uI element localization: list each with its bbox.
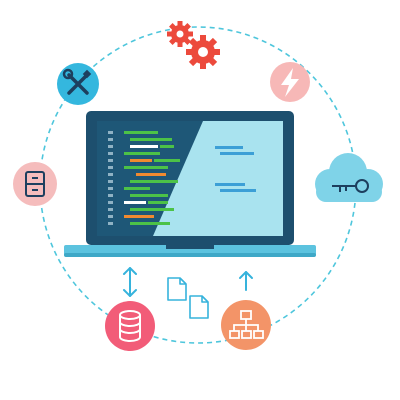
lightning-icon	[270, 62, 310, 102]
cloud-key-icon	[315, 153, 383, 202]
laptop-icon	[64, 111, 316, 257]
up-arrow-icon	[239, 271, 253, 291]
network-icon	[221, 300, 271, 350]
database-icon	[105, 301, 155, 351]
documents-icon	[167, 277, 209, 319]
laptop-screen-glare	[153, 121, 283, 236]
up-down-arrow-icon	[123, 267, 137, 297]
laptop-hinge	[166, 245, 214, 249]
tools-icon	[57, 63, 99, 105]
code-lines	[108, 131, 256, 225]
gears-icon	[167, 21, 220, 69]
laptop-base-shadow	[64, 253, 316, 257]
cabinet-icon	[13, 162, 57, 206]
